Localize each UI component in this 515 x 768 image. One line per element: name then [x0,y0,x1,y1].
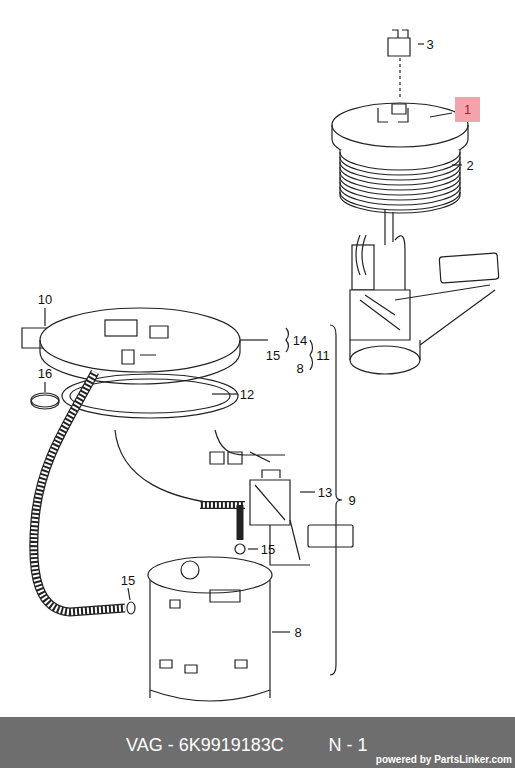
rib-line [340,162,460,180]
callout-number: 8 [294,626,301,639]
rib-line [340,177,460,195]
rib-line [340,187,460,205]
rib-line [340,192,460,210]
watermark: powered by PartsLinker.com [376,755,512,765]
footer-note: N - 1 [328,736,367,754]
callout-number: 15 [266,349,280,362]
callout-number: 13 [318,486,332,499]
callout-number: 10 [38,293,52,306]
callout-number: 9 [348,494,355,507]
callout-number: 1 [464,103,471,116]
callout-number: 15 [261,543,275,556]
rib-line [340,167,460,185]
rib-line [340,182,460,200]
callout-number: 2 [466,159,473,172]
rib-line [340,172,460,190]
highlight-box: 1 [455,97,480,122]
callout-number: 14 [293,334,307,347]
rib-line [340,152,460,170]
footer-part-number: VAG - 6K9919183C [126,736,284,754]
callout-number: 12 [240,388,254,401]
callout-number: 11 [316,349,330,362]
callout-number: 8 [296,362,303,375]
callout-number: 15 [121,574,135,587]
callout-number: 3 [426,38,433,51]
callout-number: 16 [38,367,52,380]
rib-line [340,157,460,175]
